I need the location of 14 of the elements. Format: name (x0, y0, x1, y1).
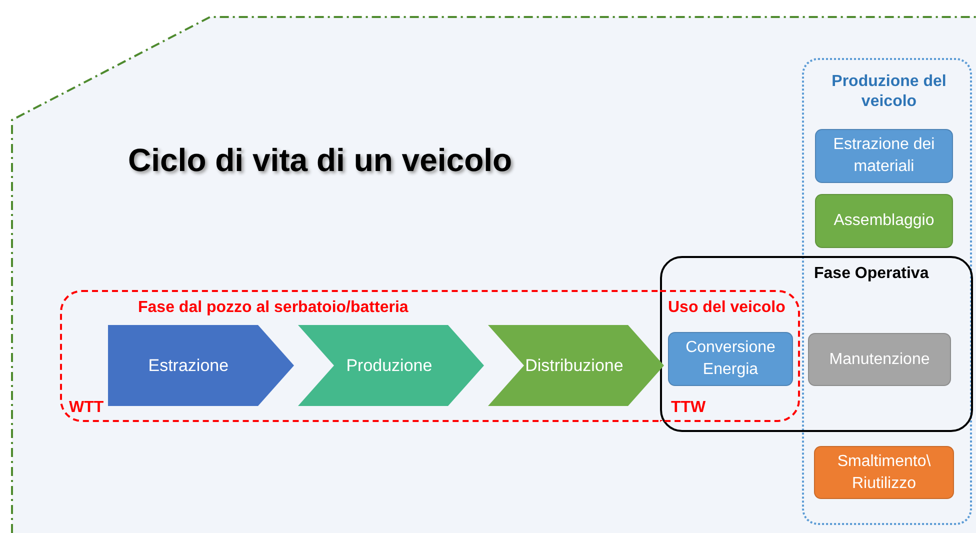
process-box: Manutenzione (808, 333, 951, 386)
phase-label: TTW (671, 398, 706, 418)
process-box: Assemblaggio (815, 194, 953, 248)
phase-label: WTT (69, 398, 104, 418)
process-box: Conversione Energia (668, 332, 793, 386)
diagram-title: Ciclo di vita di un veicolo (128, 142, 512, 179)
process-step: Estrazione (108, 325, 294, 406)
group-title: Fase Operativa (814, 264, 929, 284)
group-title: Fase dal pozzo al serbatoio/batteria (138, 298, 408, 318)
group-title: Uso del veicolo (668, 298, 786, 318)
group-title: Produzione del veicolo (830, 72, 948, 112)
process-box: Smaltimento\ Riutilizzo (814, 446, 954, 499)
group-frame (660, 290, 800, 422)
process-box: Estrazione dei materiali (815, 129, 953, 183)
